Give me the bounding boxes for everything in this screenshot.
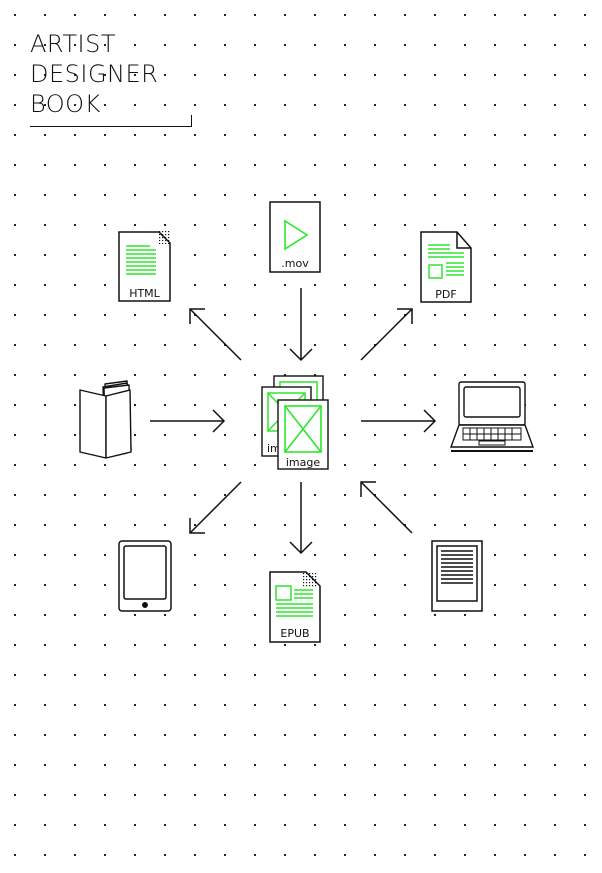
arrow-to-tablet [189, 481, 242, 534]
arrow-from-ereader [360, 481, 413, 534]
html-file-icon: HTML [118, 231, 171, 302]
html-label: HTML [129, 287, 160, 300]
image-label: image [286, 456, 320, 469]
laptop-icon [450, 381, 534, 452]
tablet-icon [118, 540, 172, 612]
pdf-file-icon: PDF [420, 231, 472, 303]
title-frame-gap [189, 31, 193, 115]
book-title: ARTIST DESIGNER BOOK [30, 30, 193, 127]
arrows [150, 288, 437, 555]
title-line-designer: DESIGNER [30, 60, 159, 88]
image-stack: im image [261, 375, 329, 470]
image-card-front: image [277, 399, 329, 470]
mov-label: .mov [281, 257, 309, 270]
arrow-to-epub [289, 482, 313, 555]
image-placeholder-icon [284, 405, 322, 453]
play-icon [284, 219, 309, 251]
arrow-from-book [150, 409, 226, 433]
ereader-icon [431, 540, 483, 612]
epub-label: EPUB [280, 627, 309, 640]
mov-file-icon: .mov [269, 201, 321, 273]
arrow-to-html [189, 308, 242, 361]
pdf-label: PDF [435, 288, 456, 301]
epub-file-icon: EPUB [269, 571, 321, 643]
printed-book-icon [79, 380, 132, 459]
arrow-to-laptop [361, 409, 437, 433]
arrow-to-pdf [360, 308, 413, 361]
arrow-from-mov [289, 288, 313, 362]
title-line-artist: ARTIST [30, 30, 116, 58]
title-line-book: BOOK [30, 90, 101, 118]
